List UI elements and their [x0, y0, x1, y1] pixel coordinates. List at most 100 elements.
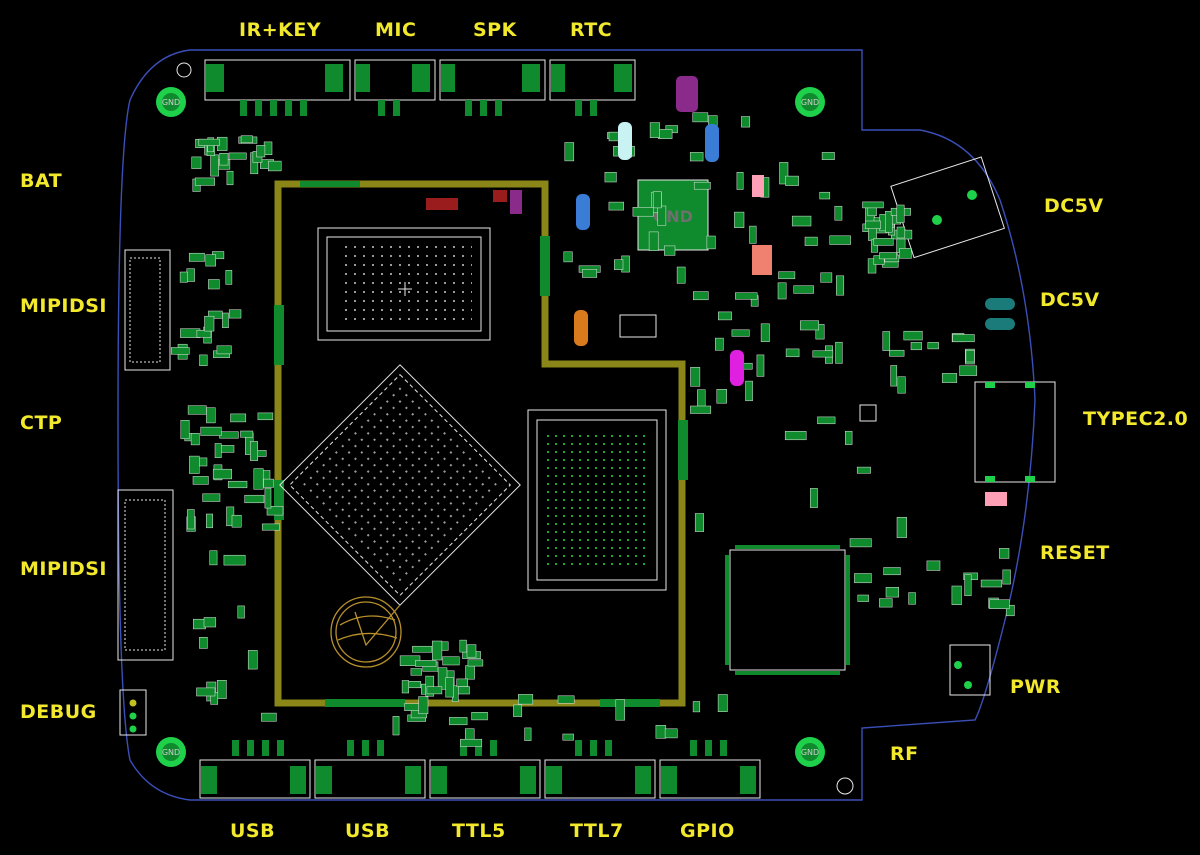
- component-pad: [715, 337, 724, 351]
- component-pad: [649, 122, 660, 138]
- component-pad: [817, 416, 836, 425]
- component-pad: [460, 738, 483, 747]
- component-pad: [694, 513, 704, 532]
- component-pad: [756, 354, 765, 377]
- component-pad: [261, 712, 277, 722]
- component-pad: [518, 694, 534, 705]
- component-pad: [228, 152, 247, 160]
- dc-jack: [890, 156, 1015, 330]
- bottom-connectors: [199, 740, 761, 799]
- component-pad: [190, 433, 200, 446]
- component-pad: [865, 220, 881, 229]
- component-pad: [188, 252, 205, 262]
- component-pad: [216, 680, 227, 699]
- component-pad: [964, 574, 972, 596]
- component-pad: [237, 605, 245, 619]
- component-pad: [908, 592, 916, 605]
- component-pad: [777, 282, 787, 300]
- component-pad: [524, 727, 532, 741]
- component-pad: [889, 349, 905, 357]
- components-scatter: [171, 112, 1015, 747]
- component-pad: [632, 207, 654, 217]
- component-pad: [208, 279, 220, 290]
- label-dc5v-2: DC5V: [1040, 289, 1100, 311]
- component-pad: [171, 347, 190, 355]
- component-pad: [760, 323, 770, 342]
- component-pad: [980, 579, 1003, 588]
- component-pad: [664, 245, 676, 256]
- component-pad: [785, 175, 799, 186]
- component-pad: [186, 268, 195, 282]
- component-pad: [209, 550, 218, 566]
- label-bat: BAT: [20, 170, 63, 192]
- component-pad: [882, 331, 891, 351]
- component-pad: [857, 594, 869, 602]
- component-pad: [689, 152, 704, 162]
- component-pad: [965, 349, 975, 363]
- component-pad: [835, 341, 843, 364]
- component-pad: [834, 205, 843, 221]
- component-pad: [804, 236, 818, 246]
- component-pad: [410, 668, 422, 676]
- component-pad: [879, 252, 897, 260]
- component-pad: [812, 350, 834, 358]
- board-outline: [117, 49, 1036, 801]
- component-pad: [716, 389, 727, 404]
- component-pad: [459, 639, 467, 653]
- component-pad: [204, 315, 215, 332]
- component-pad: [897, 376, 906, 394]
- component-pad: [741, 116, 751, 128]
- component-pad: [401, 680, 409, 694]
- left-connectors: [117, 249, 174, 736]
- label-typec: TYPEC2.0: [1083, 408, 1189, 430]
- pad-gnd-text: GND: [801, 748, 819, 757]
- component-pad: [785, 348, 800, 358]
- component-pad: [445, 677, 454, 698]
- component-pad: [652, 191, 662, 209]
- component-pad: [219, 445, 235, 453]
- component-pad: [854, 573, 872, 584]
- emmc-chip: [527, 409, 667, 591]
- component-pad: [829, 235, 851, 245]
- component-pad: [883, 567, 901, 576]
- component-pad: [849, 538, 872, 548]
- component-pad: [745, 380, 753, 402]
- dram-chip: [317, 227, 491, 341]
- component-pad: [896, 517, 907, 538]
- component-pad: [212, 468, 232, 480]
- component-pad: [202, 493, 221, 502]
- label-mipidsi-bottom: MIPIDSI: [20, 558, 107, 580]
- component-pad: [926, 560, 941, 571]
- component-pad: [432, 640, 443, 661]
- component-pad: [199, 354, 208, 366]
- component-pad: [614, 259, 624, 270]
- component-pad: [466, 644, 477, 658]
- component-pad: [717, 694, 728, 712]
- component-pad: [885, 587, 899, 598]
- component-pad: [867, 258, 877, 274]
- component-pad: [862, 201, 884, 209]
- component-pad: [736, 172, 744, 190]
- shield-frame: [274, 180, 686, 707]
- component-pad: [557, 695, 575, 704]
- shield-frame-tabs: [274, 181, 688, 707]
- component-pad: [425, 675, 435, 697]
- pad-gnd-text: GND: [162, 98, 180, 107]
- component-pad: [210, 154, 219, 177]
- component-pad: [873, 255, 885, 265]
- component-pad: [693, 181, 711, 190]
- component-pad: [608, 201, 624, 211]
- component-pad: [231, 514, 242, 528]
- component-pad: [263, 141, 273, 155]
- component-pad: [676, 266, 686, 284]
- component-pad: [223, 554, 246, 566]
- component-pad: [415, 660, 437, 667]
- component-pad: [194, 177, 215, 186]
- component-pad: [562, 733, 574, 741]
- board-logo: [330, 596, 402, 668]
- component-pad: [655, 725, 667, 739]
- label-gpio: GPIO: [680, 820, 735, 842]
- label-mipidsi-top: MIPIDSI: [20, 295, 107, 317]
- component-pad: [800, 320, 819, 331]
